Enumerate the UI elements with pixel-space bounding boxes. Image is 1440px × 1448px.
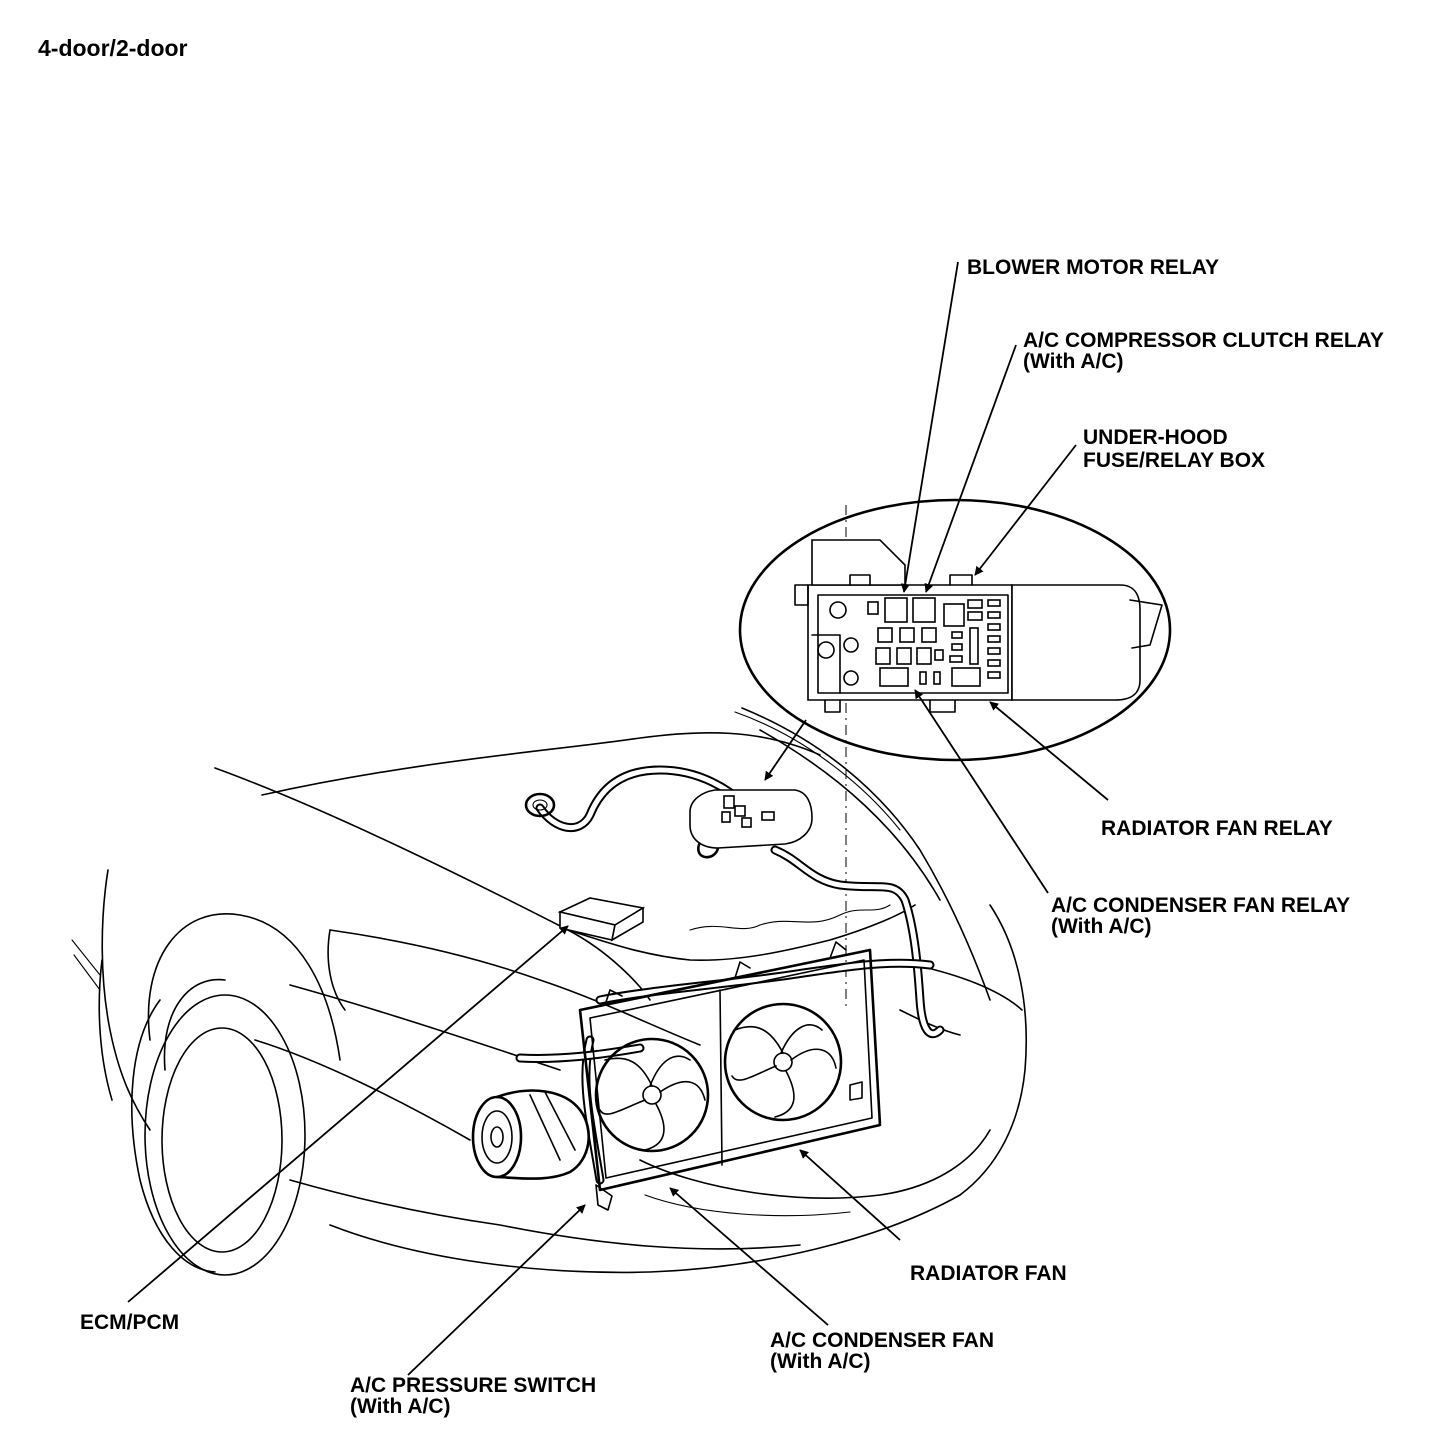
label-ac-pressure-switch: A/C PRESSURE SWITCH (With A/C) xyxy=(350,1374,602,1418)
label-ac-pressure-switch-line1: A/C PRESSURE SWITCH xyxy=(350,1374,596,1397)
fuse-relay-box-detail xyxy=(738,498,1172,762)
ac-compressor xyxy=(471,1089,590,1180)
label-ac-condenser-fan-line1: A/C CONDENSER FAN xyxy=(770,1329,994,1352)
magnify-arrow xyxy=(764,719,807,781)
car-body-illustration xyxy=(71,505,1028,1276)
label-ac-pressure-switch-line2: (With A/C) xyxy=(350,1395,451,1418)
label-under-hood-line1: UNDER-HOOD xyxy=(1083,426,1228,449)
label-ac-condenser-fan-relay-line2: (With A/C) xyxy=(1051,915,1152,938)
label-ac-compressor-clutch-relay-line1: A/C COMPRESSOR CLUTCH RELAY xyxy=(1023,329,1384,352)
label-ac-compressor-clutch-relay: A/C COMPRESSOR CLUTCH RELAY (With A/C) xyxy=(1023,329,1389,373)
label-under-hood-fuse-relay-box: UNDER-HOOD FUSE/RELAY BOX xyxy=(1083,426,1265,472)
label-blower-motor-relay: BLOWER MOTOR RELAY xyxy=(967,256,1219,279)
label-under-hood-line2: FUSE/RELAY BOX xyxy=(1083,449,1265,472)
label-radiator-fan-relay: RADIATOR FAN RELAY xyxy=(1101,817,1333,840)
radiator-and-fan-assembly xyxy=(578,941,882,1211)
label-radiator-fan: RADIATOR FAN xyxy=(910,1262,1067,1285)
label-ac-compressor-clutch-relay-line2: (With A/C) xyxy=(1023,350,1124,373)
diagram-heading: 4-door/2-door xyxy=(38,35,188,61)
label-ac-condenser-fan: A/C CONDENSER FAN (With A/C) xyxy=(770,1329,1000,1373)
fuse-box-in-vehicle xyxy=(689,789,813,849)
label-ac-condenser-fan-relay-line1: A/C CONDENSER FAN RELAY xyxy=(1051,894,1350,917)
leader-lines xyxy=(127,261,1109,1376)
label-ac-condenser-fan-relay: A/C CONDENSER FAN RELAY (With A/C) xyxy=(1051,894,1356,938)
label-ac-condenser-fan-line2: (With A/C) xyxy=(770,1350,871,1373)
label-ecm-pcm: ECM/PCM xyxy=(80,1311,179,1334)
ecm-pcm-module xyxy=(557,897,646,942)
